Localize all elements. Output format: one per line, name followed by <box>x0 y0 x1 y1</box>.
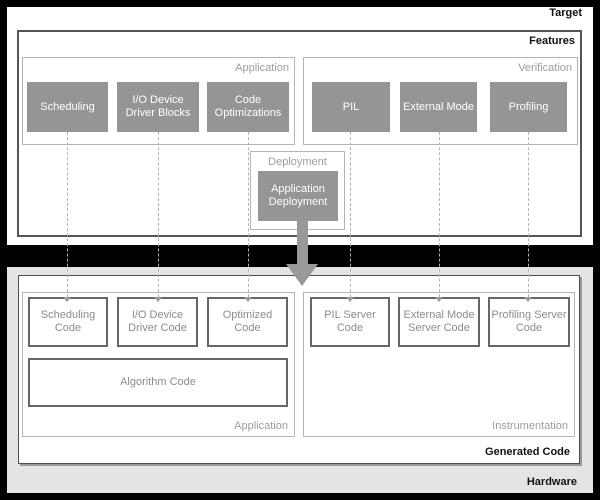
block-application-deployment: Application Deployment <box>258 171 338 221</box>
flow-connector-profiling <box>528 132 529 297</box>
flow-connector-pil <box>350 132 351 297</box>
deployment-arrow-icon <box>286 264 318 286</box>
connector-arrowhead-icon <box>63 297 71 302</box>
block-code-optimizations: Code Optimizations <box>207 82 289 132</box>
block-scheduling: Scheduling <box>27 82 108 132</box>
block-profiling: Profiling <box>490 82 567 132</box>
connector-arrowhead-icon <box>244 297 252 302</box>
codebox-external-mode-server-code: External Mode Server Code <box>398 297 480 347</box>
target-label: Target <box>549 7 582 19</box>
features-verification-group-label: Verification <box>518 62 572 74</box>
features-deployment-group-label: Deployment <box>268 156 327 168</box>
codebox-pil-server-code: PIL Server Code <box>310 297 390 347</box>
codebox-optimized-code: Optimized Code <box>207 297 288 347</box>
codebox-profiling-server-code: Profiling Server Code <box>488 297 570 347</box>
block-io-device-driver-blocks: I/O Device Driver Blocks <box>117 82 199 132</box>
deployment-arrow-shaft <box>297 221 308 266</box>
flow-connector-external-mode <box>439 132 440 297</box>
generated-code-label: Generated Code <box>485 446 570 458</box>
codebox-io-device-driver-code: I/O Device Driver Code <box>117 297 198 347</box>
flow-connector-scheduling <box>67 132 68 297</box>
features-label: Features <box>529 35 575 47</box>
block-pil: PIL <box>312 82 390 132</box>
connector-arrowhead-icon <box>524 297 532 302</box>
generated-instrumentation-group-label: Instrumentation <box>492 420 568 432</box>
generated-application-group-label: Application <box>234 420 288 432</box>
flow-connector-io-device <box>158 132 159 297</box>
block-external-mode: External Mode <box>400 82 477 132</box>
connector-arrowhead-icon <box>346 297 354 302</box>
codebox-scheduling-code: Scheduling Code <box>28 297 108 347</box>
codebox-algorithm-code: Algorithm Code <box>28 358 288 407</box>
features-application-group-label: Application <box>235 62 289 74</box>
hardware-label: Hardware <box>526 476 577 488</box>
connector-arrowhead-icon <box>154 297 162 302</box>
features-verification-group: Verification <box>303 57 578 145</box>
connector-arrowhead-icon <box>435 297 443 302</box>
flow-connector-code-optimizations <box>248 132 249 297</box>
